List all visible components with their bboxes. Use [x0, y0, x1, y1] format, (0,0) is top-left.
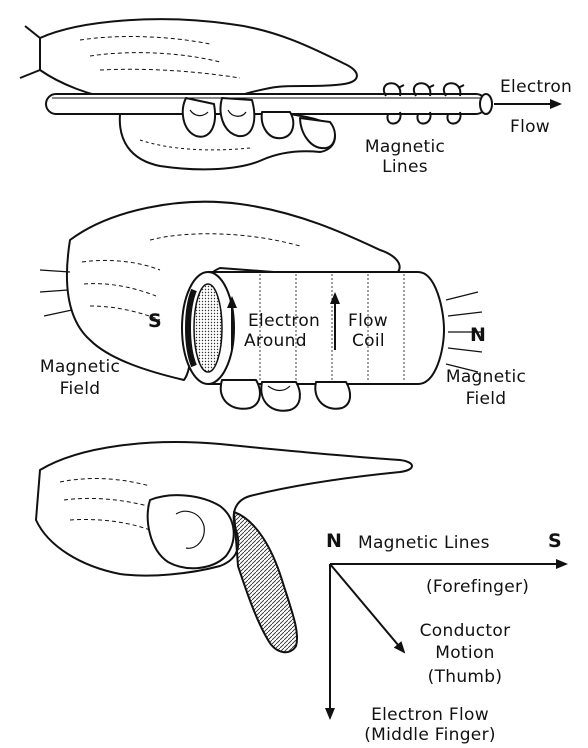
- coil-text-flow: Flow: [348, 312, 388, 331]
- middle-finger-3: [234, 512, 297, 652]
- coil-text-coil: Coil: [352, 332, 385, 351]
- axis-conductor-motion: [330, 564, 404, 652]
- wrist-lines: [20, 26, 40, 78]
- south-label: S: [548, 532, 562, 551]
- magnetic-field-right-a: Magnetic: [436, 368, 536, 387]
- middle-finger-label: (Middle Finger): [340, 726, 520, 745]
- south-pole-label: S: [148, 312, 162, 331]
- magnetic-field-left-a: Magnetic: [30, 358, 130, 377]
- panel2-fingers: [221, 380, 350, 411]
- forefinger-label: (Forefinger): [426, 578, 529, 597]
- north-pole-label: N: [470, 326, 486, 345]
- conductor-label: Conductor: [400, 622, 530, 641]
- panel3-hand: [36, 442, 412, 652]
- coil-text-around: Around: [244, 332, 307, 351]
- north-label: N: [326, 532, 342, 551]
- electron-flow-label-1b: Flow: [510, 118, 550, 137]
- coil-text-electron: Electron: [248, 312, 320, 331]
- panel1-hand-grip: [20, 19, 357, 100]
- magnetic-field-left-b: Field: [30, 380, 130, 399]
- motion-label: Motion: [400, 644, 530, 663]
- magnetic-lines-label-1b: Lines: [350, 158, 460, 177]
- thumb-label: (Thumb): [400, 668, 530, 687]
- electron-flow-label-3: Electron Flow: [340, 706, 520, 725]
- hand-back: [40, 19, 357, 100]
- magnetic-lines-label-1a: Magnetic: [350, 138, 460, 157]
- magnetic-field-right-b: Field: [436, 390, 536, 409]
- coil-body: [208, 272, 444, 384]
- electron-flow-label-1a: Electron: [500, 78, 572, 97]
- magnetic-lines-label-3: Magnetic Lines: [358, 534, 490, 553]
